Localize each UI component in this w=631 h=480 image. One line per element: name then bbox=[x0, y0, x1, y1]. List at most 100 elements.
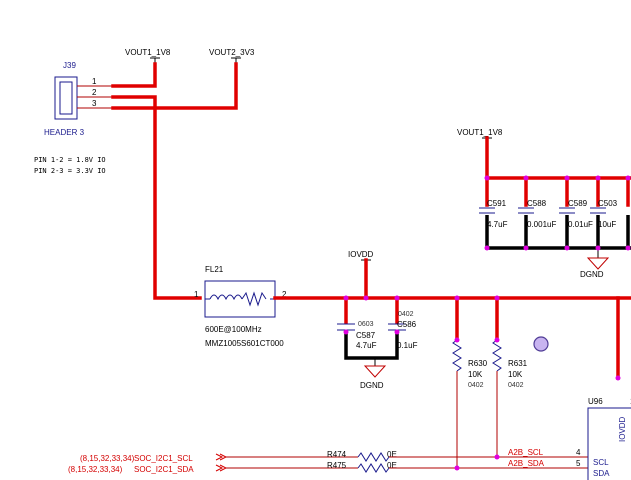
ic-pin-num-scl: 4 bbox=[576, 448, 581, 457]
junction-c586 bbox=[394, 295, 400, 301]
sda-pages: (8,15,32,33,34) bbox=[68, 465, 123, 474]
c591-value: 4.7uF bbox=[487, 220, 508, 229]
a2b-scl-label: A2B_SCL bbox=[508, 448, 544, 457]
junction-c588-gnd bbox=[523, 245, 529, 251]
junction-sda bbox=[454, 465, 460, 471]
r474-ref: R474 bbox=[327, 450, 347, 459]
cap-c503: C503 10uF bbox=[590, 199, 618, 229]
junctions bbox=[343, 175, 631, 471]
junction-c588 bbox=[523, 175, 529, 181]
vout1-label-right: VOUT1_1V8 bbox=[457, 128, 503, 137]
ic-pin-scl: SCL bbox=[593, 458, 609, 467]
iovdd-label: IOVDD bbox=[348, 250, 374, 259]
filter-part: MMZ1005S601CT000 bbox=[205, 339, 284, 348]
header-pin1: 1 bbox=[92, 77, 97, 86]
cap-bank-top-bus bbox=[485, 136, 631, 180]
scl-offpage-arrow bbox=[215, 453, 228, 461]
r630-ref: R630 bbox=[468, 359, 488, 368]
junction-r630-body bbox=[454, 337, 460, 343]
c589-ref: C589 bbox=[568, 199, 588, 208]
sda-offpage-arrow bbox=[215, 464, 228, 472]
filter-fl21: FL21 1 2 600E@100MHz MMZ1005S601CT000 bbox=[194, 265, 287, 348]
header-pin2: 2 bbox=[92, 88, 97, 97]
cursor-highlight-icon bbox=[533, 336, 549, 352]
cap-c586: 0402 C586 0.1uF bbox=[388, 311, 418, 350]
cap-c589: C589 0.01uF bbox=[559, 199, 593, 229]
cap-c591: C591 4.7uF bbox=[479, 199, 508, 229]
junction-scl bbox=[494, 454, 500, 460]
junction-c-extra-gnd bbox=[625, 245, 631, 251]
junction-c591-gnd bbox=[484, 245, 490, 251]
r630-size: 0402 bbox=[468, 382, 484, 389]
cap-bank-ground-drops bbox=[524, 215, 630, 248]
mid-caps-ground-bus bbox=[344, 332, 399, 360]
scl-pages: (8,15,32,33,34) bbox=[80, 454, 135, 463]
dgnd-right-symbol bbox=[586, 257, 610, 270]
c586-size: 0402 bbox=[398, 311, 414, 318]
header-pin3: 3 bbox=[92, 99, 97, 108]
cap-c587: 0603 C587 4.7uF bbox=[337, 321, 377, 350]
c589-value: 0.01uF bbox=[568, 220, 593, 229]
c503-ref: C503 bbox=[598, 199, 618, 208]
r630-value: 10K bbox=[468, 370, 483, 379]
c587-value: 4.7uF bbox=[356, 341, 377, 350]
wire-pin1-vout1 bbox=[111, 62, 157, 88]
junction-c-extra bbox=[625, 175, 631, 181]
junction-r631 bbox=[494, 295, 500, 301]
dgnd-right-label: DGND bbox=[580, 270, 604, 279]
r475-ref: R475 bbox=[327, 461, 347, 470]
junction-c591 bbox=[484, 175, 490, 181]
filter-pin1: 1 bbox=[194, 290, 199, 299]
r631-zigzag bbox=[492, 339, 502, 372]
scl-net-name: SOC_I2C1_SCL bbox=[134, 454, 193, 463]
junction-c589 bbox=[564, 175, 570, 181]
c586-value: 0.1uF bbox=[397, 341, 418, 350]
c587-ref: C587 bbox=[356, 331, 376, 340]
junction-c503 bbox=[595, 175, 601, 181]
junction-c587 bbox=[343, 295, 349, 301]
c587-size: 0603 bbox=[358, 321, 374, 328]
junction-c587-bottom bbox=[343, 329, 349, 335]
junction-r631-body bbox=[494, 337, 500, 343]
r474-zigzag bbox=[357, 452, 390, 462]
r631-size: 0402 bbox=[508, 382, 524, 389]
r474-value: 0E bbox=[387, 450, 397, 459]
r475-zigzag bbox=[357, 463, 390, 473]
vout2-label-top: VOUT2_3V3 bbox=[209, 48, 255, 57]
filter-value: 600E@100MHz bbox=[205, 325, 262, 334]
c591-ref: C591 bbox=[487, 199, 507, 208]
junction-iovdd bbox=[363, 295, 369, 301]
junction-c589-gnd bbox=[564, 245, 570, 251]
c588-value: 0.001uF bbox=[527, 220, 556, 229]
junction-r630 bbox=[454, 295, 460, 301]
r630-zigzag bbox=[452, 339, 462, 372]
junction-ic-iovdd bbox=[615, 375, 621, 381]
vout1-label-top: VOUT1_1V8 bbox=[125, 48, 171, 57]
junction-c586-bottom bbox=[394, 329, 400, 335]
sda-net-name: SOC_I2C1_SDA bbox=[134, 465, 194, 474]
junction-c503-gnd bbox=[595, 245, 601, 251]
cap-c588: C588 0.001uF bbox=[518, 199, 556, 229]
dgnd-mid-symbol bbox=[363, 365, 387, 378]
c586-ref: C586 bbox=[397, 320, 417, 329]
c503-value: 10uF bbox=[598, 220, 616, 229]
ic-u96: U96 1 SCL SDA IOVDD bbox=[587, 397, 631, 480]
filter-ref: FL21 bbox=[205, 265, 224, 274]
ic-pin-sda: SDA bbox=[593, 469, 610, 478]
header-ref: J39 bbox=[63, 61, 76, 70]
header-j39: J39 HEADER 3 1 2 3 bbox=[44, 61, 113, 137]
r475-value: 0E bbox=[387, 461, 397, 470]
pin-note-1: PIN 1-2 = 1.8V IO bbox=[34, 156, 106, 164]
a2b-sda-label: A2B_SDA bbox=[508, 459, 545, 468]
header-name: HEADER 3 bbox=[44, 128, 85, 137]
pin-note-2: PIN 2-3 = 3.3V IO bbox=[34, 167, 106, 175]
ic-pin-iovdd: IOVDD bbox=[618, 416, 627, 442]
r631-ref: R631 bbox=[508, 359, 528, 368]
wire-pin2-filter bbox=[111, 95, 202, 300]
c588-ref: C588 bbox=[527, 199, 547, 208]
ic-pin-num-sda: 5 bbox=[576, 459, 581, 468]
filter-pin2: 2 bbox=[282, 290, 287, 299]
dgnd-mid-label: DGND bbox=[360, 381, 384, 390]
ic-ref: U96 bbox=[588, 397, 603, 406]
